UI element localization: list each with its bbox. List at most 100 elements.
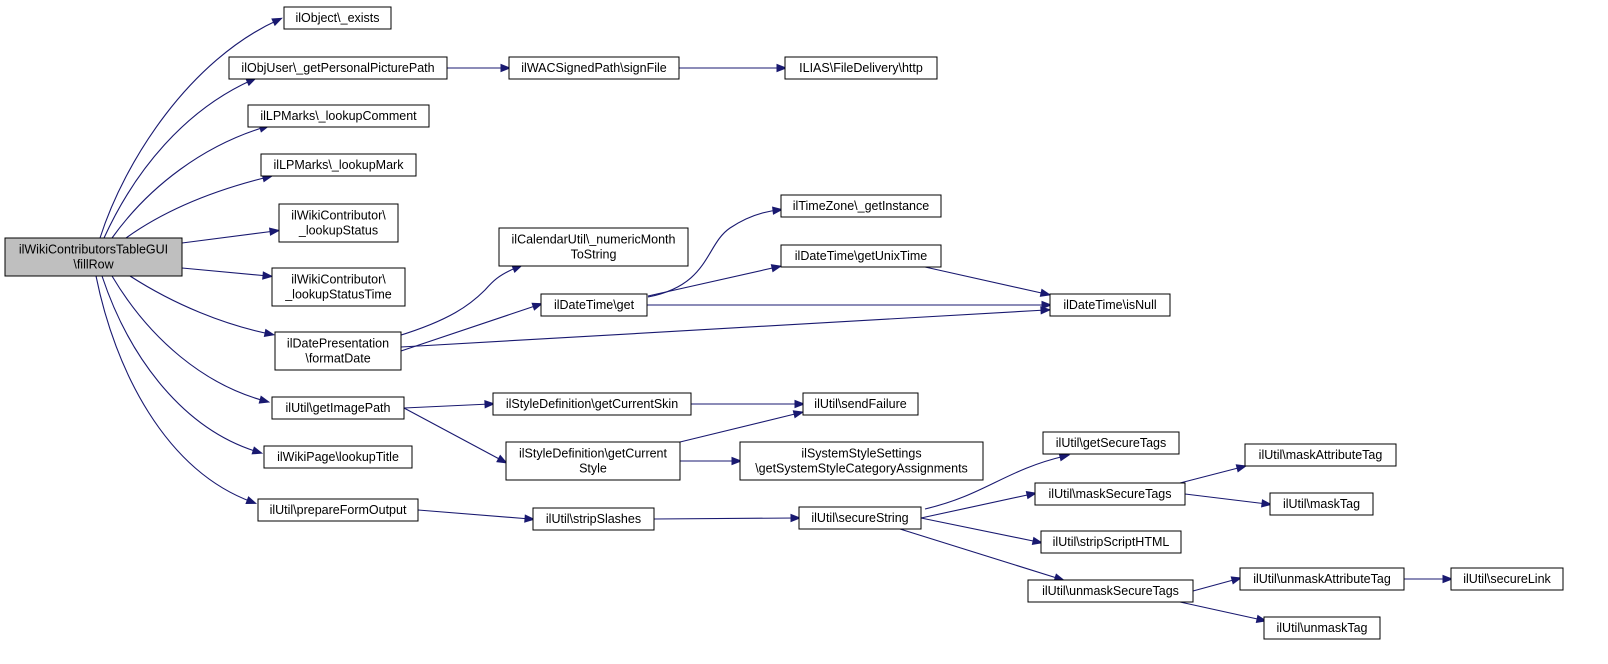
node-label: ilWACSignedPath\signFile	[521, 61, 666, 75]
arrowhead	[262, 271, 274, 280]
node-box	[798, 506, 922, 530]
node-label: ilStyleDefinition\getCurrent	[519, 447, 668, 461]
node-box	[1269, 492, 1374, 516]
node-masksecuretags[interactable]: ilUtil\maskSecureTags	[1034, 482, 1186, 506]
node-root[interactable]: ilWikiContributorsTableGUI\fillRow	[4, 237, 183, 277]
arrowhead	[1230, 576, 1243, 585]
node-stripscript[interactable]: ilUtil\stripScriptHTML	[1040, 530, 1182, 554]
node-label: ilLPMarks\_lookupComment	[260, 109, 417, 123]
node-http[interactable]: ILIAS\FileDelivery\http	[784, 56, 938, 80]
arrowhead	[1235, 464, 1248, 473]
node-unmaskattrtag[interactable]: ilUtil\unmaskAttributeTag	[1239, 567, 1405, 591]
node-label: ilUtil\getSecureTags	[1056, 436, 1166, 450]
edge-dtget-to-tzinstance	[647, 206, 784, 298]
arrowhead	[269, 227, 281, 236]
edge-stripslashes-to-securestring	[653, 513, 802, 523]
node-label: _lookupStatus	[298, 224, 378, 238]
node-label: \formatDate	[305, 352, 370, 366]
node-label: ilTimeZone\_getInstance	[793, 199, 929, 213]
arrowhead	[1261, 499, 1273, 508]
node-box	[257, 498, 419, 522]
node-box	[498, 227, 689, 267]
node-label: ilDateTime\isNull	[1063, 298, 1156, 312]
arrowhead	[790, 513, 802, 523]
node-tzinstance[interactable]: ilTimeZone\_getInstance	[780, 194, 942, 218]
node-sendfailure[interactable]: ilUtil\sendFailure	[802, 392, 919, 416]
edge-root-to-picpath	[103, 77, 257, 239]
edge-securestring-to-stripscript	[920, 517, 1044, 546]
node-unixtime[interactable]: ilDateTime\getUnixTime	[780, 244, 942, 268]
node-getimagepath[interactable]: ilUtil\getImagePath	[271, 396, 405, 420]
node-formatdate[interactable]: ilDatePresentation\formatDate	[274, 331, 402, 371]
edge-securestring-to-unmasksecuretags	[899, 528, 1066, 582]
node-label: ilUtil\maskSecureTags	[1049, 487, 1172, 501]
node-lookupstatustime[interactable]: ilWikiContributor\_lookupStatusTime	[271, 267, 406, 307]
node-box	[228, 56, 448, 80]
arrowhead	[1039, 288, 1052, 297]
arrowhead	[794, 399, 806, 409]
arrowhead	[792, 410, 805, 419]
node-dtget[interactable]: ilDateTime\get	[540, 293, 648, 317]
node-label: ilUtil\stripScriptHTML	[1053, 535, 1170, 549]
edge-root-to-formatdate	[129, 275, 276, 338]
node-box	[260, 153, 417, 177]
node-signfile[interactable]: ilWACSignedPath\signFile	[508, 56, 680, 80]
arrowhead	[1442, 574, 1454, 584]
edge-formatdate-to-dtget	[400, 302, 544, 352]
node-syscategory[interactable]: ilSystemStyleSettings\getSystemStyleCate…	[739, 441, 984, 481]
edge-root-to-prepareform	[95, 275, 258, 505]
node-box	[1034, 482, 1186, 506]
node-lookuptitle[interactable]: ilWikiPage\lookupTitle	[263, 445, 413, 469]
node-box	[780, 244, 942, 268]
node-prepareform[interactable]: ilUtil\prepareFormOutput	[257, 498, 419, 522]
node-unmasktag[interactable]: ilUtil\unmaskTag	[1263, 616, 1381, 640]
arrowhead	[531, 302, 544, 311]
node-box	[1027, 579, 1194, 603]
node-maskattrtag[interactable]: ilUtil\maskAttributeTag	[1244, 443, 1397, 467]
edge-prepareform-to-stripslashes	[417, 509, 536, 523]
edge-formatdate-to-nummonth	[397, 264, 523, 337]
node-box	[247, 104, 430, 128]
node-label: ilDatePresentation	[287, 337, 389, 351]
node-box	[263, 445, 413, 469]
node-label: ilLPMarks\_lookupMark	[274, 158, 405, 172]
node-label: ilUtil\maskTag	[1283, 497, 1360, 511]
node-label: ilSystemStyleSettings	[801, 447, 921, 461]
edge-signfile-to-http	[679, 63, 788, 73]
node-securestring[interactable]: ilUtil\secureString	[798, 506, 922, 530]
edge-root-to-objexists	[99, 17, 283, 239]
node-unmasksecuretags[interactable]: ilUtil\unmaskSecureTags	[1027, 579, 1194, 603]
node-label: ilWikiContributor\	[291, 209, 386, 223]
node-box	[1040, 530, 1182, 554]
node-picpath[interactable]: ilObjUser\_getPersonalPicturePath	[228, 56, 448, 80]
node-lookupmark[interactable]: ilLPMarks\_lookupMark	[260, 153, 417, 177]
arrowhead	[524, 514, 536, 523]
node-label: \fillRow	[73, 258, 114, 272]
node-box	[1450, 567, 1564, 591]
node-label: ilDateTime\getUnixTime	[795, 249, 927, 263]
node-box	[271, 267, 406, 307]
node-label: ilUtil\unmaskAttributeTag	[1253, 572, 1391, 586]
node-lookupstatus[interactable]: ilWikiContributor\_lookupStatus	[278, 203, 399, 243]
node-stripslashes[interactable]: ilUtil\stripSlashes	[532, 507, 655, 531]
node-masktag[interactable]: ilUtil\maskTag	[1269, 492, 1374, 516]
arrowhead	[245, 496, 258, 505]
node-currentskin[interactable]: ilStyleDefinition\getCurrentSkin	[492, 392, 692, 416]
edge-dtget-to-isnull	[647, 300, 1053, 310]
edge-unmasksecuretags-to-unmasktag	[1179, 601, 1268, 623]
arrowhead	[496, 454, 508, 464]
node-lookupcomment[interactable]: ilLPMarks\_lookupComment	[247, 104, 430, 128]
edge-masksecuretags-to-masktag	[1184, 493, 1273, 508]
edge-masksecuretags-to-maskattrtag	[1179, 464, 1248, 484]
node-box	[283, 6, 392, 30]
node-isnull[interactable]: ilDateTime\isNull	[1049, 293, 1171, 317]
node-objexists[interactable]: ilObject\_exists	[283, 6, 392, 30]
node-getsecuretags[interactable]: ilUtil\getSecureTags	[1042, 431, 1180, 455]
node-box	[780, 194, 942, 218]
edge-getimagepath-to-currentstyle	[403, 407, 508, 464]
node-securelink[interactable]: ilUtil\secureLink	[1450, 567, 1564, 591]
node-box	[274, 331, 402, 371]
arrowhead	[271, 17, 283, 27]
